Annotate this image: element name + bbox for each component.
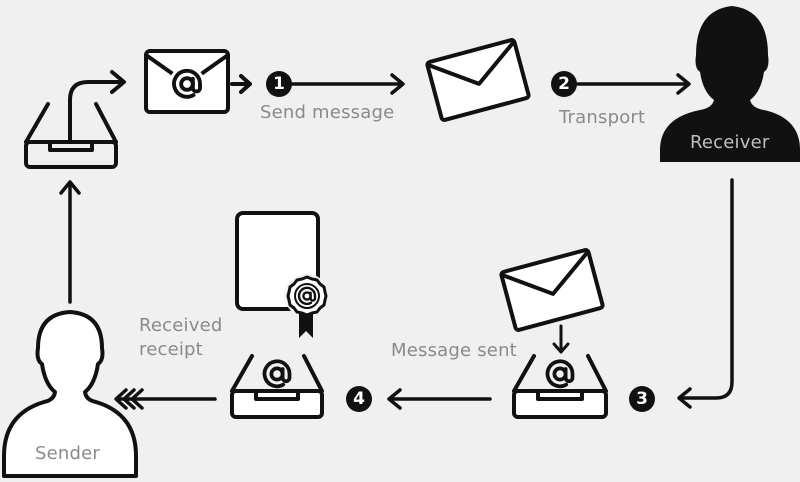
label-transport: Transport bbox=[559, 107, 646, 128]
arrow-receiver-to-sent bbox=[677, 178, 734, 409]
arrow-transport bbox=[576, 73, 691, 95]
receipt-tray-icon bbox=[230, 354, 324, 419]
arrow-sender-to-outbox bbox=[59, 180, 81, 304]
arrow-sent-to-receipt bbox=[387, 388, 492, 410]
outbox-tray-icon bbox=[24, 70, 126, 169]
sender-person-icon bbox=[2, 310, 138, 478]
step-badge-3: 3 bbox=[629, 386, 655, 412]
arrow-send bbox=[290, 73, 405, 95]
arrow-receipt-to-sender bbox=[114, 388, 217, 410]
label-received: Received bbox=[139, 315, 223, 336]
step-badge-2: 2 bbox=[551, 71, 577, 97]
envelope-icon-sent bbox=[499, 248, 605, 332]
label-receipt: receipt bbox=[139, 339, 203, 360]
receipt-document-icon bbox=[235, 211, 329, 338]
step-badge-4: 4 bbox=[346, 386, 372, 412]
receiver-person-icon bbox=[660, 6, 800, 162]
label-send-message: Send message bbox=[260, 102, 395, 123]
email-at-icon bbox=[144, 49, 230, 114]
label-sender: Sender bbox=[35, 443, 101, 464]
step-badge-1: 1 bbox=[266, 71, 292, 97]
label-message-sent: Message sent bbox=[391, 340, 517, 361]
sent-tray-icon bbox=[512, 354, 608, 419]
arrow-into-tray bbox=[552, 324, 570, 354]
dashed-arrow-icon bbox=[230, 74, 252, 94]
label-receiver: Receiver bbox=[690, 132, 770, 153]
envelope-icon bbox=[425, 38, 531, 122]
